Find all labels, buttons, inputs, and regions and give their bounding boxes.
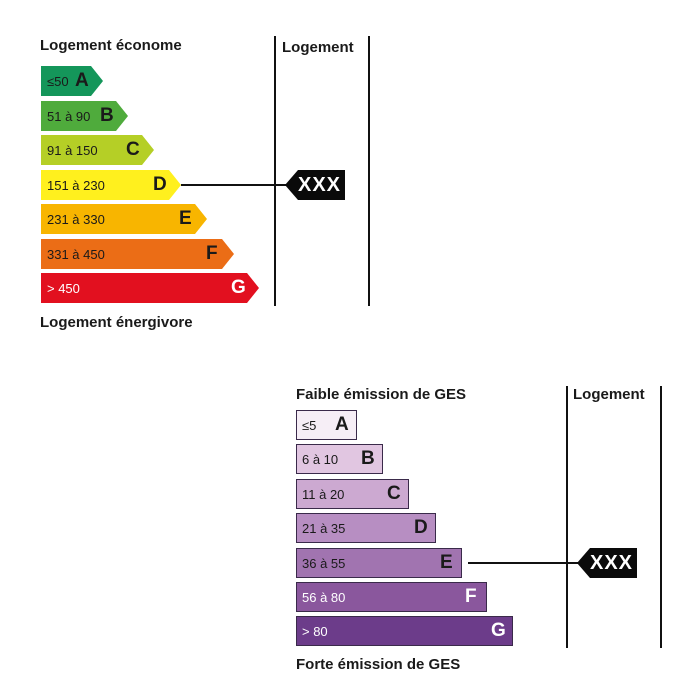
- ges-bar-b: 6 à 10 B: [296, 444, 383, 475]
- ges-bar-f-letter: F: [465, 586, 477, 607]
- energy-marker-value: XXX: [298, 173, 342, 196]
- energy-bar-b-letter: B: [100, 104, 114, 126]
- energy-column-header: Logement: [282, 39, 354, 56]
- energy-bar-a-arrow: [41, 66, 103, 96]
- ges-bar-a-letter: A: [335, 414, 349, 435]
- energy-bar-c-letter: C: [126, 139, 140, 160]
- ges-bar-e-letter: E: [440, 551, 453, 573]
- ges-bar-f: 56 à 80 F: [296, 582, 487, 612]
- energy-bar-d-arrow: [41, 169, 181, 200]
- ges-bottom-label: Forte émission de GES: [296, 656, 461, 673]
- ges-bar-g-letter: G: [491, 620, 506, 642]
- energy-bar-e-arrow: [41, 204, 207, 234]
- energy-bar-g-range: > 450: [47, 281, 80, 296]
- ges-bar-a-range: ≤5: [302, 418, 317, 433]
- energy-bar-g: > 450 G: [41, 273, 259, 303]
- ges-bar-d-letter: D: [414, 517, 428, 539]
- energy-marker-shape: [285, 169, 345, 200]
- ges-marker-shape: [577, 547, 637, 578]
- ges-bar-b-range: 6 à 10: [302, 452, 339, 468]
- ges-bar-c-range: 11 à 20: [302, 486, 345, 502]
- energy-bar-a: ≤50 A: [41, 66, 103, 96]
- energy-bar-a-letter: A: [75, 70, 89, 91]
- energy-bar-f: 331 à 450 F: [41, 238, 234, 269]
- energy-column-left-divider: [274, 36, 276, 306]
- ges-marker: XXX: [577, 547, 637, 578]
- ges-bar-e-range: 36 à 55: [302, 555, 346, 571]
- energy-bar-a-range: ≤50: [47, 74, 69, 89]
- energy-bar-f-range: 331 à 450: [47, 246, 105, 262]
- ges-bar-b-letter: B: [361, 448, 375, 470]
- ges-column-header: Logement: [573, 386, 645, 403]
- energy-bar-e-letter: E: [179, 208, 192, 229]
- ges-column-right-divider: [660, 386, 662, 648]
- energy-bar-e: 231 à 330 E: [41, 204, 207, 234]
- energy-bar-d-range: 151 à 230: [47, 177, 105, 193]
- ges-marker-value: XXX: [590, 551, 634, 574]
- ges-bar-d: 21 à 35 D: [296, 513, 436, 544]
- energy-bar-c-arrow: [41, 135, 154, 165]
- energy-bar-c-range: 91 à 150: [47, 143, 98, 158]
- energy-bar-b: 51 à 90 B: [41, 100, 128, 131]
- ges-bar-f-range: 56 à 80: [302, 590, 346, 605]
- ges-bar-c: 11 à 20 C: [296, 478, 409, 509]
- energy-marker: XXX: [285, 169, 345, 200]
- energy-bar-d-letter: D: [153, 173, 167, 195]
- ges-connector-line: [468, 561, 582, 564]
- energy-bar-b-arrow: [41, 100, 128, 131]
- energy-bar-d: 151 à 230 D: [41, 169, 181, 200]
- ges-column-left-divider: [566, 386, 568, 648]
- ges-bar-c-letter: C: [387, 482, 401, 504]
- ges-bar-d-range: 21 à 35: [302, 521, 346, 537]
- ges-bar-a: ≤5 A: [296, 410, 357, 440]
- energy-connector-line: [181, 183, 290, 186]
- ges-bar-g: > 80 G: [296, 616, 513, 647]
- energy-bar-g-letter: G: [231, 277, 246, 298]
- energy-bar-f-arrow: [41, 238, 234, 269]
- energy-bar-b-range: 51 à 90: [47, 108, 91, 124]
- energy-bar-f-letter: F: [206, 242, 218, 264]
- ges-top-label: Faible émission de GES: [296, 386, 467, 403]
- energy-bottom-label: Logement énergivore: [40, 314, 193, 331]
- energy-bar-g-arrow: [41, 273, 259, 303]
- ges-bar-g-range: > 80: [302, 624, 328, 640]
- energy-bar-c: 91 à 150 C: [41, 135, 154, 165]
- energy-column-right-divider: [368, 36, 370, 306]
- energy-bar-e-range: 231 à 330: [47, 212, 105, 227]
- ges-bar-e: 36 à 55 E: [296, 547, 462, 578]
- energy-top-label: Logement économe: [40, 37, 182, 54]
